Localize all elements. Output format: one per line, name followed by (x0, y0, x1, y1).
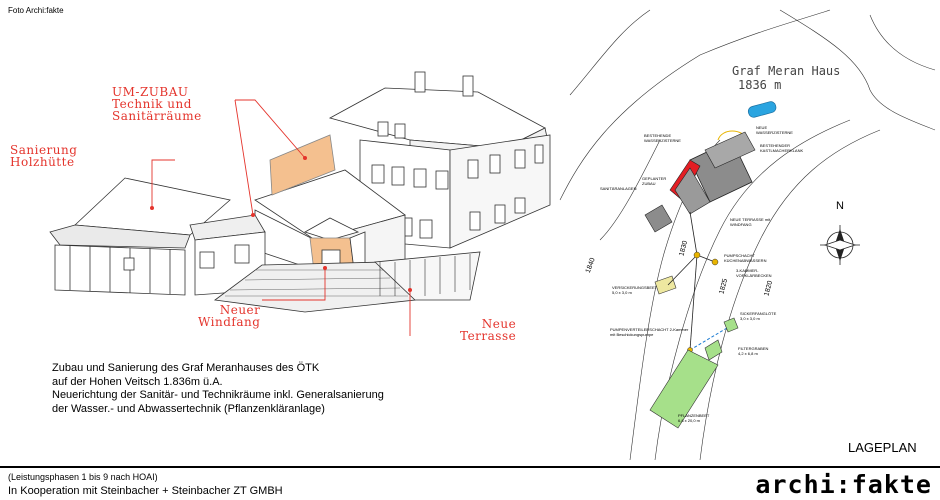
plan-caption: LAGEPLAN (848, 440, 917, 455)
label-sanierung-line1: Sanierung (10, 143, 78, 157)
annotation: NEUE WASSERZISTERNE (756, 125, 793, 135)
label-umzubau-line2: Technik und (112, 97, 192, 111)
hut-front (54, 244, 186, 296)
annotation: SICKERFANGLÖTE 3,0 x 3,0 m (740, 311, 777, 321)
brand-logo: archi:fakte (755, 470, 932, 499)
footer-divider (0, 466, 940, 468)
project-description: Zubau und Sanierung des Graf Meranhauses… (52, 362, 432, 416)
annotation: BESTEHENDE WASSERZISTERNE (644, 133, 681, 143)
house-drawing (49, 71, 551, 313)
annotation: 3-KAMMER-VORKLÄRBECKEN (736, 268, 772, 278)
pflanzen-bed (649, 349, 719, 429)
filter-bed (704, 339, 723, 361)
annotation: NEUE TERRASSE mit WINDFANG (730, 217, 771, 227)
description-line: der Wasser.- und Abwassertechnik (Pflanz… (52, 402, 325, 415)
leader-lines (151, 99, 411, 336)
label-terrasse: Neue Terrasse (460, 318, 516, 342)
compass-icon (820, 225, 860, 265)
label-terrasse-line1: Neue (481, 317, 517, 331)
annotation: PFLANZENBEET 6,8 x 20,0 m (678, 413, 710, 423)
label-sanierung: Sanierung Holzhütte (10, 144, 77, 168)
plan-title: Graf Meran Haus 1836 m (732, 64, 840, 92)
versickerung-bed (654, 275, 677, 295)
main-roof (328, 87, 546, 149)
annotation: BESTEHENDER KASTLMACHERKLANK (760, 143, 804, 153)
plan-title-name: Graf Meran Haus (732, 64, 841, 78)
sickerfang-bed (723, 317, 739, 333)
zubau-upper (269, 134, 336, 196)
footer-cooperation: In Kooperation mit Steinbacher + Steinba… (8, 485, 283, 497)
annotation: VERSICKERUNGSBEET 5,0 x 3,0 m (612, 285, 658, 295)
annotation: GEPLANTER ZUBAU (642, 176, 667, 186)
description-line: auf der Hohen Veitsch 1.836m ü.A. (52, 375, 223, 388)
annotation: PUMPSCHACHT KÜCHENABWÄSSERN (724, 253, 767, 263)
label-windfang: Neuer Windfang (198, 304, 260, 328)
label-umzubau: UM-ZUBAU Technik und Sanitärräume (112, 86, 202, 122)
photo-credit: Foto Archi:fakte (8, 6, 64, 15)
footer-phases: (Leistungsphasen 1 bis 9 nach HOAI) (8, 472, 158, 482)
annotation: PUMPENVERTEILERSCHACHT 2-Kammer mit Besc… (610, 327, 689, 337)
terrace-footprint (644, 204, 673, 233)
cistern (747, 101, 777, 118)
label-sanierung-line2: Holzhütte (10, 155, 75, 169)
annotation: SANITÄRANLAGEN (600, 186, 637, 191)
plan-title-elevation: 1836 m (738, 78, 782, 92)
compass-north-label: N (836, 200, 844, 212)
label-terrasse-line2: Terrasse (460, 329, 517, 343)
label-umzubau-line1: UM-ZUBAU (112, 85, 189, 99)
site-plan (559, 9, 936, 461)
annotation: FILTERGRABEN 4,2 x 6,8 m (738, 346, 769, 356)
description-line: Neuerichtung der Sanitär- und Technikräu… (52, 389, 384, 401)
description-line: Zubau und Sanierung des Graf Meranhauses… (52, 362, 320, 374)
label-windfang-line1: Neuer (219, 303, 261, 317)
label-windfang-line2: Windfang (198, 315, 261, 329)
label-umzubau-line3: Sanitärräume (112, 109, 202, 123)
